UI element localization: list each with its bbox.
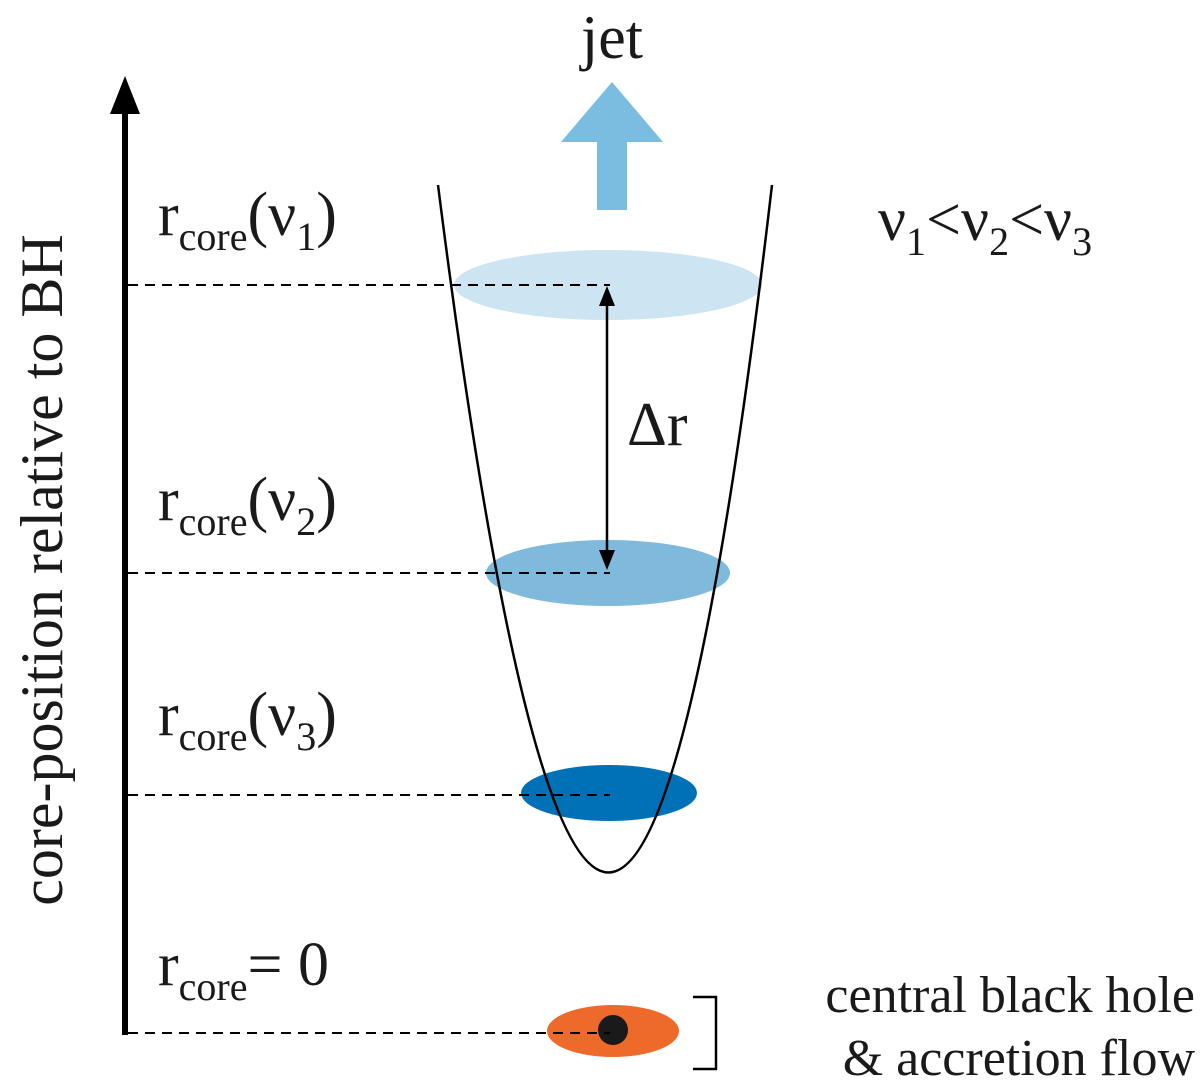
axis-label: core-position relative to BH — [9, 234, 75, 905]
black-hole — [598, 1015, 628, 1045]
jet-label: jet — [579, 4, 643, 72]
frequency-ordering: ν1<ν2<ν3 — [878, 186, 1092, 264]
core-ellipse-nu3 — [521, 765, 697, 821]
origin-label: rcore= 0 — [158, 931, 329, 1009]
level-label-nu3: rcore(ν3) — [158, 681, 337, 759]
bh-label-line2: & accretion flow — [843, 1030, 1196, 1085]
level-label-nu2: rcore(ν2) — [158, 466, 337, 544]
level-label-nu1: rcore(ν1) — [158, 181, 337, 259]
jet-arrow — [561, 82, 663, 210]
axis-arrowhead — [110, 76, 140, 114]
jet-funnel — [436, 184, 774, 874]
bh-label-line1: central black hole — [825, 967, 1195, 1024]
delta-r-arrowhead-top — [599, 286, 615, 306]
delta-r-arrowhead-bottom — [599, 550, 615, 570]
delta-r-label: Δr — [627, 391, 688, 459]
bh-bracket — [693, 995, 718, 1071]
